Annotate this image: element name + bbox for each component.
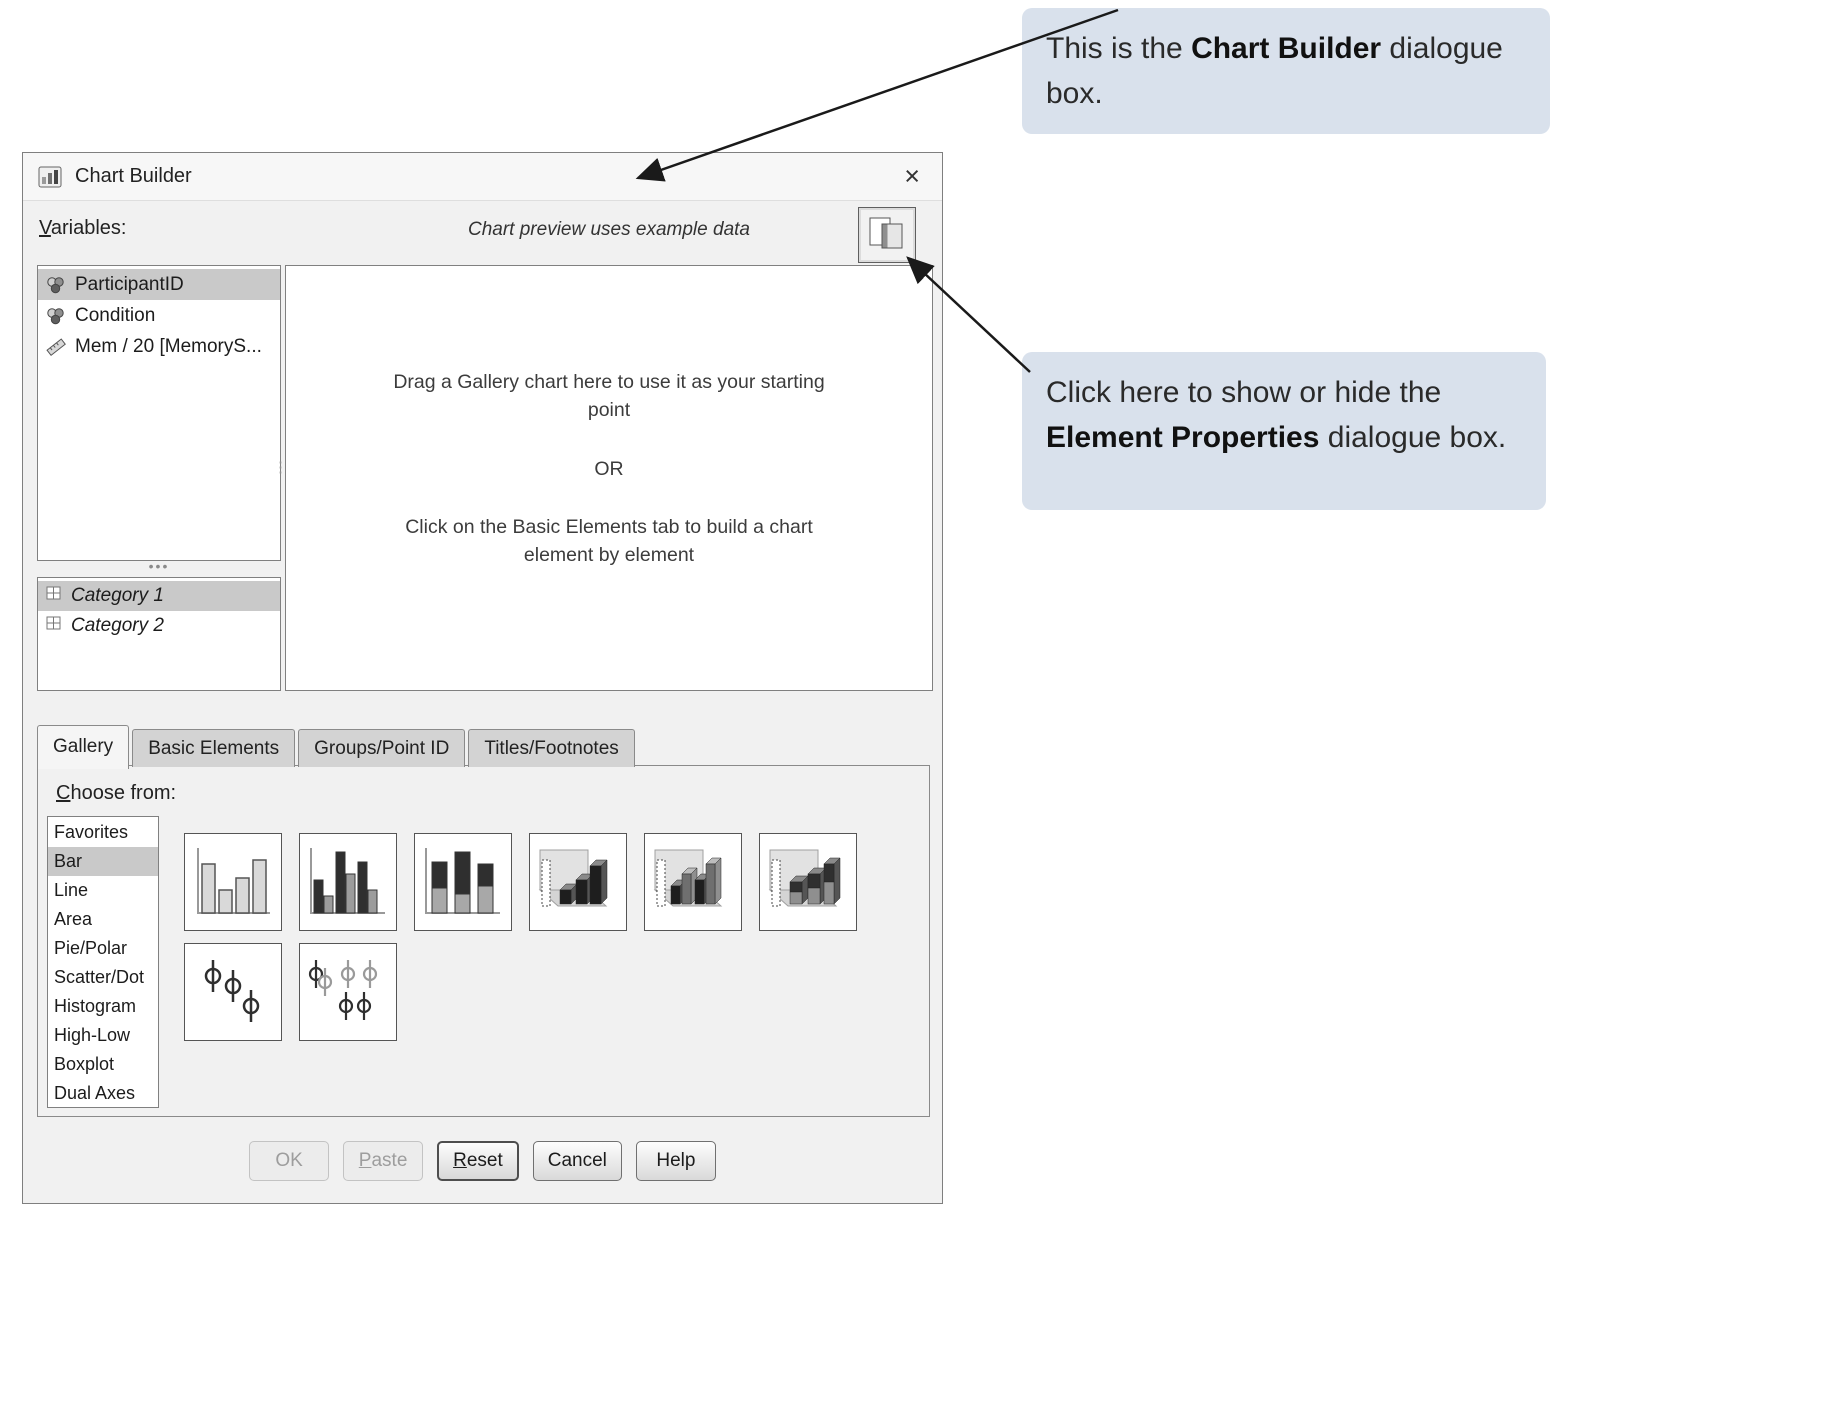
category-grid-icon — [45, 614, 63, 638]
variables-label: Variables: — [39, 217, 127, 239]
chart-type-bar[interactable]: Bar — [48, 847, 158, 876]
callout-bold-text: Chart Builder — [1191, 32, 1382, 65]
vertical-splitter-handle[interactable]: ⋮ — [273, 459, 288, 476]
thumbnail-stacked-3d-bar[interactable] — [759, 833, 857, 931]
preview-note: Chart preview uses example data — [468, 219, 750, 240]
thumbnail-stacked-bar[interactable] — [414, 833, 512, 931]
nominal-measure-icon — [45, 305, 67, 327]
variables-list: ParticipantID Condition — [37, 265, 281, 561]
thumbnail-simple-error-bar[interactable] — [184, 943, 282, 1041]
chart-builder-icon — [37, 164, 63, 190]
category-label: Category 1 — [71, 585, 164, 606]
preview-instructions: Drag a Gallery chart here to use it as y… — [384, 368, 834, 569]
tab-basic-elements[interactable]: Basic Elements — [132, 729, 296, 767]
title-bar[interactable]: Chart Builder × — [23, 153, 942, 201]
preview-or: OR — [594, 457, 624, 480]
chart-type-histogram[interactable]: Histogram — [54, 996, 137, 1016]
chart-type-pie-polar[interactable]: Pie/Polar — [54, 938, 128, 958]
callout-chart-builder: This is the Chart Builder dialogue box. — [1022, 8, 1550, 134]
variable-label: Mem / 20 [MemoryS... — [75, 335, 262, 357]
reset-button[interactable]: Reset — [437, 1141, 519, 1181]
element-properties-toggle-button[interactable] — [858, 207, 916, 263]
tab-strip: Gallery Basic Elements Groups/Point ID T… — [37, 723, 635, 769]
callout-text: Click here to show or hide the — [1046, 376, 1442, 409]
help-button[interactable]: Help — [635, 1141, 716, 1181]
callout-bold-text: Element Properties — [1046, 421, 1320, 454]
variable-label: Condition — [75, 304, 156, 326]
chart-type-line[interactable]: Line — [54, 880, 89, 900]
chart-type-high-low[interactable]: High-Low — [54, 1025, 131, 1045]
close-icon[interactable]: × — [904, 161, 920, 191]
chart-preview-canvas[interactable]: Drag a Gallery chart here to use it as y… — [285, 265, 933, 691]
gallery-thumbnails — [184, 833, 857, 1041]
category-grid-icon — [45, 584, 63, 608]
chart-builder-dialog: Chart Builder × Variables: Chart preview… — [22, 152, 943, 1204]
chart-type-dual-axes[interactable]: Dual Axes — [54, 1083, 136, 1103]
tab-titles-footnotes[interactable]: Titles/Footnotes — [468, 729, 635, 767]
category-list: Category 1 Category 2 — [37, 577, 281, 691]
preview-line1: Drag a Gallery chart here to use it as y… — [393, 371, 825, 422]
preview-line2: Click on the Basic Elements tab to build… — [405, 515, 813, 567]
thumbnail-simple-bar[interactable] — [184, 833, 282, 931]
scale-measure-icon — [45, 336, 67, 358]
chart-type-list: Favorites Bar Line Area Pie/Polar Scatte… — [47, 816, 159, 1108]
paste-button[interactable]: Paste — [343, 1141, 424, 1181]
chart-type-favorites[interactable]: Favorites — [54, 822, 129, 842]
thumbnail-clustered-error-bar[interactable] — [299, 943, 397, 1041]
nominal-measure-icon — [45, 274, 67, 296]
thumbnail-simple-3d-bar[interactable] — [529, 833, 627, 931]
category-item-1[interactable]: Category 1 — [38, 581, 280, 611]
chart-type-area[interactable]: Area — [54, 909, 93, 929]
thumbnail-clustered-bar[interactable] — [299, 833, 397, 931]
variable-item-memoryscore[interactable]: Mem / 20 [MemoryS... — [38, 331, 280, 362]
ok-button[interactable]: OK — [249, 1141, 330, 1181]
callout-element-properties: Click here to show or hide the Element P… — [1022, 352, 1546, 510]
thumbnail-clustered-3d-bar[interactable] — [644, 833, 742, 931]
window-title: Chart Builder — [75, 165, 192, 187]
list-splitter-handle[interactable]: ••• — [148, 558, 170, 574]
tab-groups-point-id[interactable]: Groups/Point ID — [298, 729, 466, 767]
element-properties-icon — [867, 213, 907, 258]
variable-label: ParticipantID — [75, 273, 184, 295]
choose-from-label: Choose from: — [56, 782, 177, 804]
chart-type-scatter-dot[interactable]: Scatter/Dot — [54, 967, 145, 987]
chart-type-boxplot[interactable]: Boxplot — [54, 1054, 115, 1074]
cancel-button[interactable]: Cancel — [532, 1141, 622, 1181]
callout-text: dialogue box. — [1319, 421, 1507, 454]
gallery-panel: Choose from: Favorites Bar Line Area Pie… — [37, 765, 930, 1117]
category-label: Category 2 — [71, 615, 164, 636]
callout-text: This is the — [1046, 32, 1192, 65]
variable-item-condition[interactable]: Condition — [38, 300, 280, 331]
dialog-button-row: OK Paste Reset Cancel Help — [23, 1141, 942, 1181]
category-item-2[interactable]: Category 2 — [38, 611, 280, 641]
tab-gallery[interactable]: Gallery — [37, 725, 130, 769]
variable-item-participantid[interactable]: ParticipantID — [38, 269, 280, 300]
